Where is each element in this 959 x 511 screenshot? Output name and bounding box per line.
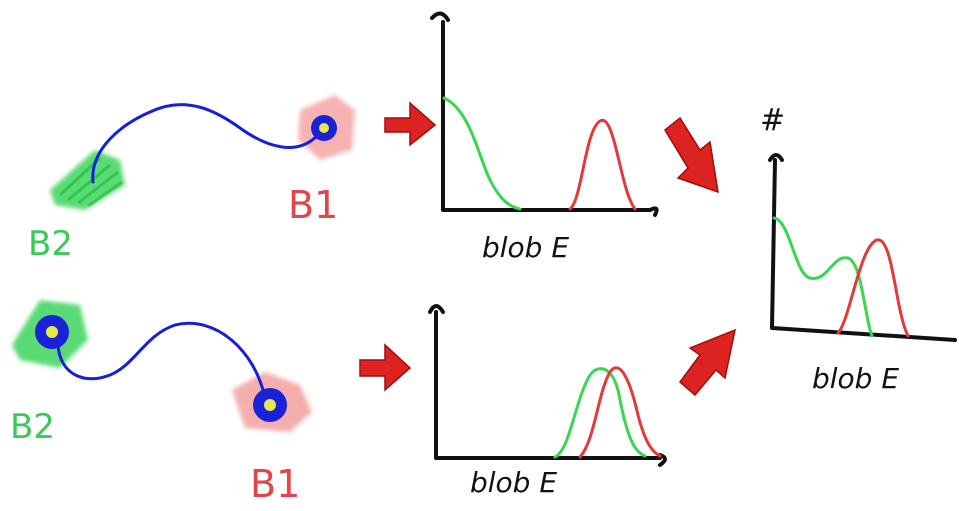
combined-green-curve	[772, 216, 874, 338]
bottom-red-curve	[578, 366, 662, 459]
bottom-b1-bead	[253, 388, 287, 422]
bottom-wire	[56, 321, 267, 400]
bottom-plot-axes	[434, 310, 662, 460]
combined-plot-axes	[770, 158, 957, 342]
arrow-down-right	[664, 116, 719, 194]
top-plot-axes	[441, 20, 652, 212]
combined-red-curve	[836, 238, 910, 338]
bottom-b2-label: B2	[10, 407, 55, 447]
arrow-up-right	[678, 328, 737, 397]
combined-plot-xlabel: blob E	[812, 362, 899, 395]
top-b2-green-blob	[50, 150, 125, 210]
bottom-b1-label: B1	[250, 462, 300, 506]
top-b1-bead	[311, 115, 337, 141]
top-b2-label: B2	[28, 224, 73, 264]
top-green-curve	[442, 96, 522, 211]
bottom-plot: blob E	[428, 304, 667, 499]
bottom-green-curve	[553, 367, 647, 459]
combined-plot-ylabel: #	[760, 103, 785, 138]
bottom-plot-xlabel: blob E	[470, 466, 557, 499]
combined-plot: # blob E	[760, 103, 957, 395]
top-red-curve	[568, 119, 637, 211]
top-plot: blob E	[430, 11, 659, 264]
top-b1-label: B1	[288, 183, 338, 227]
top-plot-xlabel: blob E	[482, 231, 569, 264]
arrow-top-right	[384, 101, 437, 147]
bottom-b2-bead	[35, 315, 69, 349]
top-wire	[91, 103, 324, 184]
arrow-bottom-right	[359, 343, 412, 392]
